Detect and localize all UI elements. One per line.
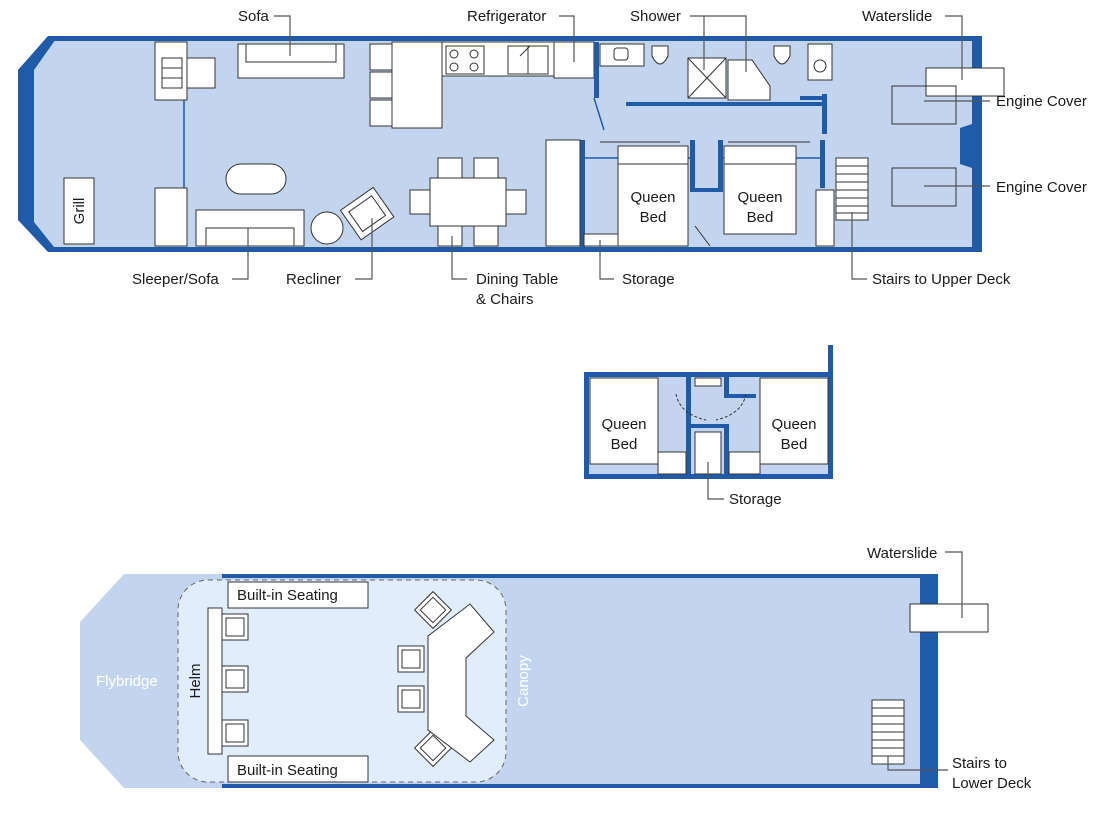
- engine-cover-1: [891, 85, 957, 125]
- lower-deck: Grill: [18, 8, 1087, 308]
- stovetop: [445, 45, 485, 75]
- callout-sleeper-sofa: Sleeper/Sofa: [132, 271, 219, 288]
- callout-mid-storage: Storage: [729, 491, 782, 508]
- hull-wall-top: [48, 36, 982, 41]
- callout-refrigerator: Refrigerator: [467, 8, 546, 25]
- bathroom-wall: [594, 42, 599, 98]
- callout-waterslide: Waterslide: [862, 8, 932, 25]
- kitchen-counter: [441, 41, 555, 77]
- kitchen-stools: [369, 43, 393, 71]
- stairs-to-upper-deck: [835, 157, 869, 221]
- upper-wall-bottom: [222, 784, 938, 788]
- coffee-table: [225, 163, 287, 195]
- shower-2: [727, 59, 771, 101]
- built-in-seating-bottom: [227, 755, 369, 783]
- dining-table: [429, 177, 507, 227]
- kitchen-island: [391, 41, 443, 129]
- upper-wall-top: [222, 574, 938, 578]
- callout-storage: Storage: [622, 271, 675, 288]
- closet-1: [545, 139, 581, 247]
- callout-dining-1: Dining Table: [476, 271, 558, 288]
- helm-label: Helm: [187, 663, 204, 698]
- bow-wall: [18, 36, 58, 252]
- built-in-seating-top: [227, 581, 369, 609]
- seating-top-label: Built-in Seating: [237, 587, 338, 604]
- bow-cabinet-bottom: [154, 187, 188, 247]
- upper-deck: Helm Built-in Seating Built-in Seating F…: [80, 545, 1032, 792]
- mid-nightstand-2: [728, 451, 761, 475]
- waterslide-upper: [909, 603, 989, 633]
- callout-sofa: Sofa: [238, 8, 270, 25]
- stern-vanity: [807, 43, 833, 81]
- mid-bed-1-label-1: Queen: [601, 416, 646, 433]
- callout-waterslide-upper: Waterslide: [867, 545, 937, 562]
- vanity: [599, 43, 645, 67]
- callout-engine-cover-1: Engine Cover: [996, 93, 1087, 110]
- toilet-2: [773, 45, 791, 65]
- mid-nightstand-1: [657, 451, 687, 475]
- canopy-label: Canopy: [515, 655, 532, 707]
- sofa: [237, 43, 345, 79]
- hull-wall-bottom: [48, 247, 982, 252]
- bedroom-divider-wall-1: [580, 140, 585, 248]
- bow-cabinet-grid: [161, 57, 183, 89]
- stairs-to-lower-deck: [871, 699, 905, 765]
- callout-dining-2: & Chairs: [476, 291, 534, 308]
- toilet-1: [651, 45, 669, 65]
- callout-recliner: Recliner: [286, 271, 341, 288]
- canopy: [177, 579, 507, 783]
- stern-notch: [960, 124, 972, 168]
- queen-bed-1: [617, 145, 689, 247]
- curved-bar: [427, 603, 495, 763]
- queen-bed-2-label-2: Bed: [747, 209, 774, 226]
- queen-bed-1-label-1: Queen: [630, 189, 675, 206]
- seating-bottom-label: Built-in Seating: [237, 762, 338, 779]
- storage-lower: [583, 233, 619, 247]
- queen-bed-2: [723, 145, 797, 235]
- mid-queen-bed-1: [589, 377, 659, 465]
- mid-bedroom-layout: Queen Bed Queen Bed Storage: [584, 345, 833, 508]
- helm-console: [207, 607, 223, 755]
- recliner: [339, 186, 395, 241]
- mid-bed-1-label-2: Bed: [611, 436, 638, 453]
- callout-stairs-upper: Stairs to Upper Deck: [872, 271, 1011, 288]
- engine-cover-2: [891, 167, 957, 207]
- bar-stool-1: [413, 590, 453, 630]
- queen-bed-2-label-1: Queen: [737, 189, 782, 206]
- grill-label: Grill: [71, 198, 88, 225]
- side-table: [310, 211, 344, 245]
- grill: [63, 177, 95, 245]
- callout-stairs-lower-2: Lower Deck: [952, 775, 1032, 792]
- stair-side-cabinet: [815, 189, 835, 247]
- mid-queen-bed-2: [759, 377, 829, 465]
- waterslide-lower: [925, 67, 1005, 97]
- callout-engine-cover-2: Engine Cover: [996, 179, 1087, 196]
- mid-bed-2-label-1: Queen: [771, 416, 816, 433]
- queen-bed-1-label-2: Bed: [640, 209, 667, 226]
- mid-bed-2-label-2: Bed: [781, 436, 808, 453]
- callout-stairs-lower-1: Stairs to: [952, 755, 1007, 772]
- stern-wall: [972, 36, 982, 252]
- bow-chair: [186, 57, 216, 89]
- flybridge-label: Flybridge: [96, 673, 158, 690]
- callout-shower: Shower: [630, 8, 681, 25]
